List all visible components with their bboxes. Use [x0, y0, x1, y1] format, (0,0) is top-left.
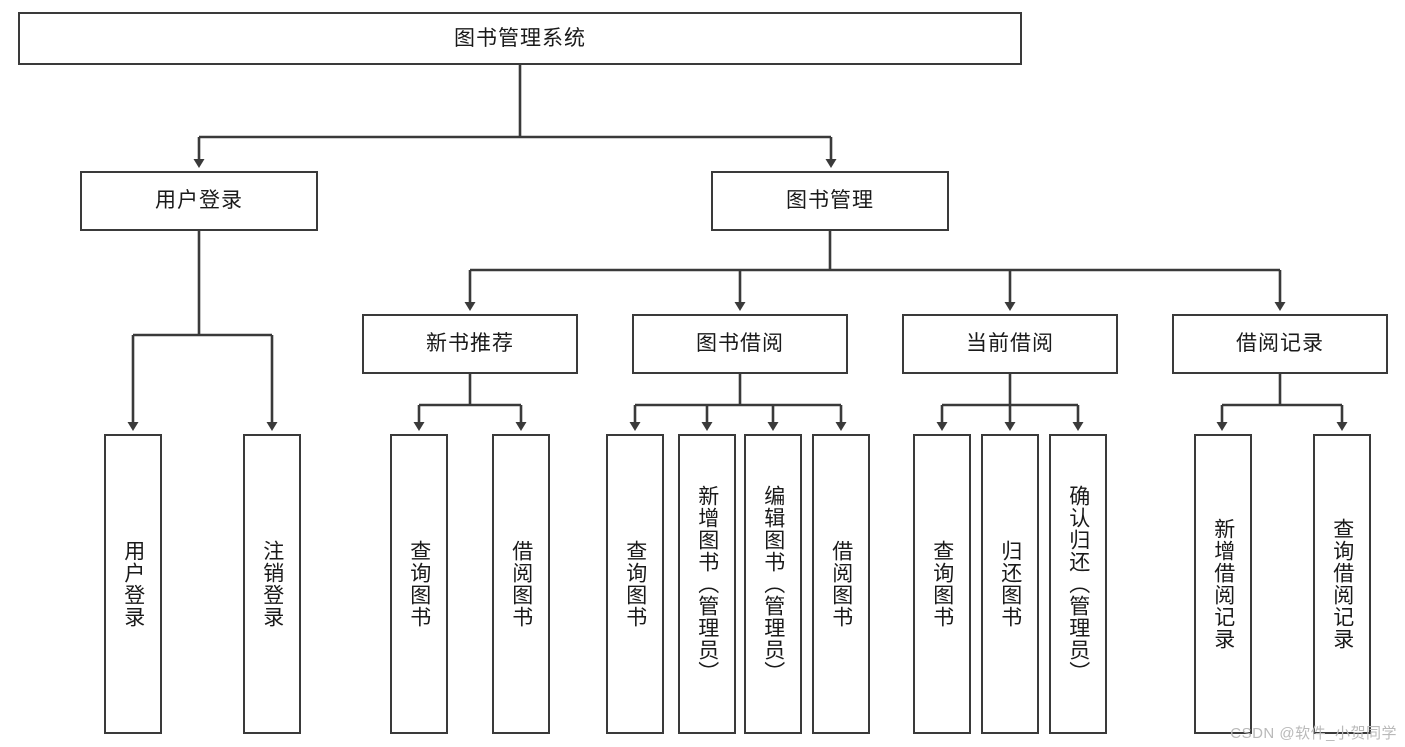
node-label: 注销登录 [260, 540, 284, 628]
node-current-borrow[interactable]: 当前借阅 [902, 314, 1118, 374]
node-new-book-recommend[interactable]: 新书推荐 [362, 314, 578, 374]
node-label: 用户登录 [121, 540, 145, 628]
node-leaf-borrow-book-new[interactable]: 借阅图书 [492, 434, 550, 734]
node-leaf-add-book-admin[interactable]: 新增图书（管理员） [678, 434, 736, 734]
node-label: 借阅图书 [829, 540, 853, 628]
node-root-system[interactable]: 图书管理系统 [18, 12, 1022, 65]
node-leaf-query-book-new[interactable]: 查询图书 [390, 434, 448, 734]
node-book-borrow[interactable]: 图书借阅 [632, 314, 848, 374]
node-book-management[interactable]: 图书管理 [711, 171, 949, 231]
node-label: 确认归还（管理员） [1066, 485, 1090, 683]
node-user-login[interactable]: 用户登录 [80, 171, 318, 231]
node-label: 归还图书 [998, 540, 1022, 628]
node-label: 新增借阅记录 [1211, 518, 1235, 650]
node-label: 新书推荐 [426, 332, 514, 356]
node-label: 借阅图书 [509, 540, 533, 628]
node-leaf-return-book[interactable]: 归还图书 [981, 434, 1039, 734]
node-label: 查询图书 [930, 540, 954, 628]
node-label: 查询图书 [407, 540, 431, 628]
node-label: 用户登录 [155, 189, 243, 213]
node-borrow-records[interactable]: 借阅记录 [1172, 314, 1388, 374]
node-label: 查询借阅记录 [1330, 518, 1354, 650]
node-leaf-edit-book-admin[interactable]: 编辑图书（管理员） [744, 434, 802, 734]
node-leaf-query-book-current[interactable]: 查询图书 [913, 434, 971, 734]
csdn-watermark: CSDN @软件_小贺同学 [1230, 725, 1397, 742]
node-leaf-query-book[interactable]: 查询图书 [606, 434, 664, 734]
node-label: 查询图书 [623, 540, 647, 628]
node-leaf-confirm-return-admin[interactable]: 确认归还（管理员） [1049, 434, 1107, 734]
node-leaf-borrow-book[interactable]: 借阅图书 [812, 434, 870, 734]
node-label: 借阅记录 [1236, 332, 1324, 356]
node-leaf-add-borrow-record[interactable]: 新增借阅记录 [1194, 434, 1252, 734]
node-label: 编辑图书（管理员） [761, 485, 785, 683]
node-label: 当前借阅 [966, 332, 1054, 356]
node-label: 新增图书（管理员） [695, 485, 719, 683]
node-label: 图书借阅 [696, 332, 784, 356]
node-label: 图书管理 [786, 189, 874, 213]
node-leaf-user-login[interactable]: 用户登录 [104, 434, 162, 734]
node-leaf-query-borrow-record[interactable]: 查询借阅记录 [1313, 434, 1371, 734]
node-label: 图书管理系统 [454, 26, 586, 50]
node-leaf-logout[interactable]: 注销登录 [243, 434, 301, 734]
